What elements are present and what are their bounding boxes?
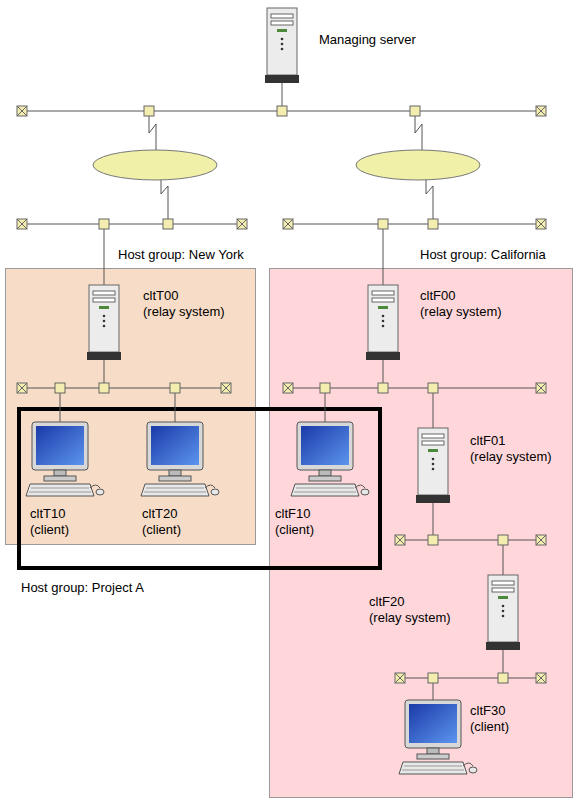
bus-node [277,106,287,116]
host-name: cltF20 [369,594,469,610]
host-name: Managing server [319,32,439,48]
wan-lightning [149,111,156,152]
host-role: (relay system) [369,610,469,626]
host-role: (client) [142,522,212,538]
bus-node [144,106,154,116]
host-name: cltF00 [420,288,520,304]
group-heading: Host group: Project A [21,580,144,596]
machine-label: cltF30(client) [470,703,540,737]
host-name: cltF10 [275,506,345,522]
host-role: (client) [470,719,540,735]
network-bus [288,224,541,225]
machine-label: cltF00(relay system) [420,288,520,322]
wan-cloud [356,150,480,180]
bus-node [99,219,109,229]
host-role: (relay system) [143,304,243,320]
group-heading: Host group: New York [118,247,244,263]
bus-node [378,219,388,229]
bus-terminator [237,219,247,229]
bus-terminator [17,219,27,229]
host-group-outline: Host group: Project A [17,407,382,570]
bus-terminator [536,106,546,116]
wan-cloud [93,150,217,180]
machine-label: Managing server [319,32,439,50]
wan-lightning [161,178,168,224]
bus-terminator [17,106,27,116]
host-role: (relay system) [420,304,520,320]
drop-line [282,82,283,111]
host-name: cltT10 [30,506,100,522]
host-name: cltF30 [470,703,540,719]
server-icon [265,8,299,83]
wan-links [149,111,433,224]
bus-terminator [283,219,293,229]
host-name: cltF01 [470,433,570,449]
host-role: (relay system) [470,449,570,465]
wan-lightning [426,178,433,224]
host-name: cltT20 [142,506,212,522]
host-role: (client) [275,522,345,538]
host-role: (client) [30,522,100,538]
wan-lightning [415,111,422,152]
machine-label: cltF01(relay system) [470,433,570,467]
bus-terminator [536,219,546,229]
network-bus [22,224,242,225]
network-bus [22,111,541,112]
bus-node [428,219,438,229]
group-heading: Host group: California [420,247,546,263]
machine-label: cltT00(relay system) [143,288,243,322]
bus-node [410,106,420,116]
machine-label: cltF10(client) [275,506,345,540]
bus-node [163,219,173,229]
machine-label: cltT10(client) [30,506,100,540]
machine-label: cltT20(client) [142,506,212,540]
host-group: Host group: CaliforniacltF00(relay syste… [269,268,573,798]
host-name: cltT00 [143,288,243,304]
machine-label: cltF20(relay system) [369,594,469,628]
